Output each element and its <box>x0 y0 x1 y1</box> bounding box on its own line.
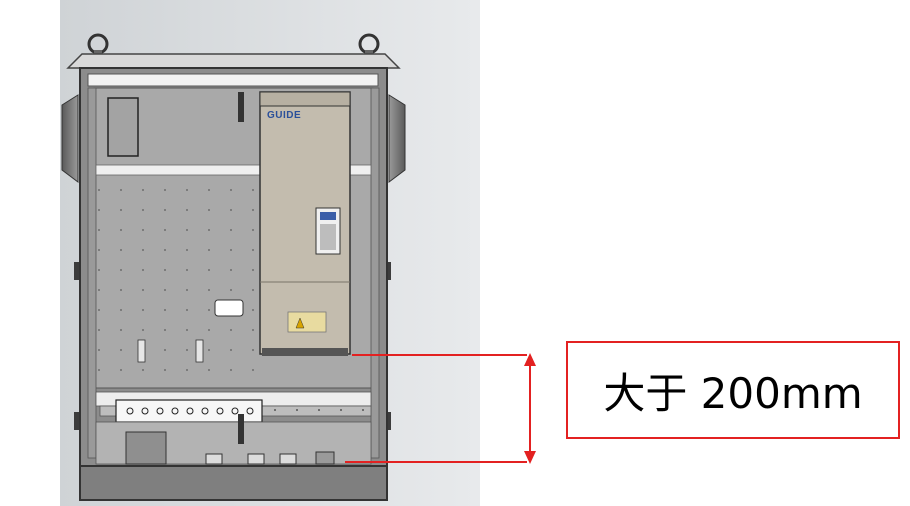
side-fin-left <box>61 94 79 183</box>
drive-terminal-strip <box>262 348 348 356</box>
drive-keypad <box>315 207 341 255</box>
warning-label <box>287 311 327 333</box>
cable-clip-top <box>238 92 244 122</box>
drive-top-cap <box>259 91 351 107</box>
terminal-screws <box>126 407 254 415</box>
brand-logo: GUIDE <box>267 110 302 121</box>
top-crossbar <box>87 73 379 87</box>
rail-right <box>370 87 380 459</box>
dimension-arrow <box>524 353 536 464</box>
cabinet-roof <box>66 53 401 69</box>
bottom-block-left <box>125 431 167 465</box>
rail-left <box>87 87 97 459</box>
side-fin-right <box>388 94 406 183</box>
plate-cutout <box>214 299 244 317</box>
cable-clip-bottom <box>238 414 244 444</box>
small-component-box <box>107 97 139 157</box>
bracket-left <box>137 339 146 363</box>
cable-glands <box>205 451 335 465</box>
cabinet-base <box>79 465 388 501</box>
bracket-right <box>195 339 204 363</box>
plate-hole-pattern <box>96 175 256 375</box>
clearance-label: 大于 200mm <box>603 368 863 418</box>
middle-crossbar <box>95 164 372 176</box>
clearance-callout: 大于 200mm <box>566 341 900 439</box>
